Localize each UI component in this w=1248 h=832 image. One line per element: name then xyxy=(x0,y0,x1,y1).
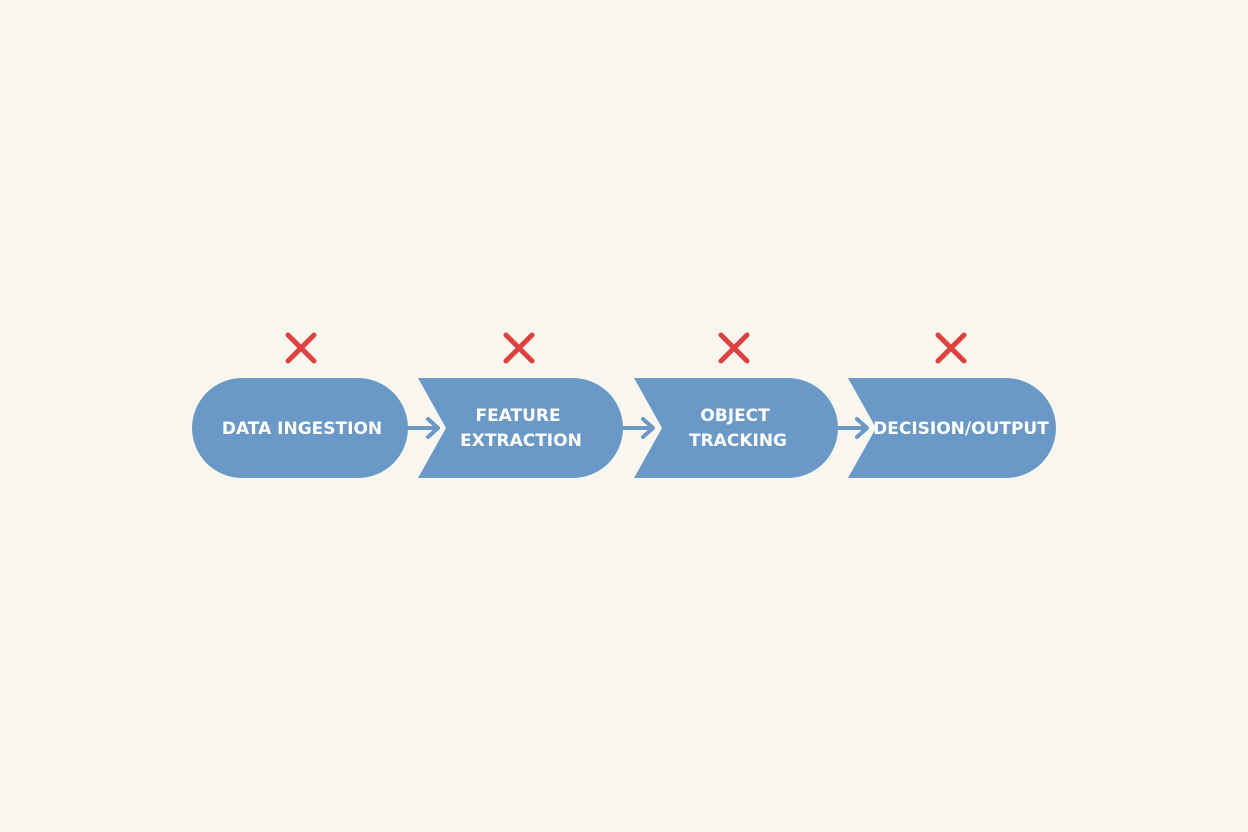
x-mark-icon xyxy=(503,332,535,364)
stage-label-line: DATA INGESTION xyxy=(222,419,382,439)
stage-label-line: OBJECT xyxy=(700,406,770,426)
stage-shape xyxy=(848,378,1056,478)
stage-data-ingestion: DATA INGESTION xyxy=(192,378,408,478)
stage-label: OBJECT TRACKING xyxy=(689,406,787,451)
connector-arrow-1 xyxy=(406,417,440,439)
x-mark-icon xyxy=(718,332,750,364)
stage-feature-extraction: FEATURE EXTRACTION xyxy=(418,378,623,478)
stage-label-line: FEATURE xyxy=(475,406,560,426)
stage-label-line: TRACKING xyxy=(689,431,787,451)
stage-label: DATA INGESTION xyxy=(222,419,382,439)
x-mark-icon xyxy=(285,332,317,364)
stage-shape xyxy=(192,378,408,478)
stage-shape xyxy=(418,378,623,478)
connector-arrow-3 xyxy=(836,417,869,439)
stage-label-line: EXTRACTION xyxy=(460,431,582,451)
stage-object-tracking: OBJECT TRACKING xyxy=(634,378,838,478)
x-mark-icon xyxy=(935,332,967,364)
connector-arrow-2 xyxy=(621,417,655,439)
stage-label: DECISION/OUTPUT xyxy=(873,419,1049,439)
stage-shape xyxy=(634,378,838,478)
stage-decision-output: DECISION/OUTPUT xyxy=(848,378,1056,478)
stage-label-line: DECISION/OUTPUT xyxy=(873,419,1049,439)
stage-label: FEATURE EXTRACTION xyxy=(460,406,582,451)
